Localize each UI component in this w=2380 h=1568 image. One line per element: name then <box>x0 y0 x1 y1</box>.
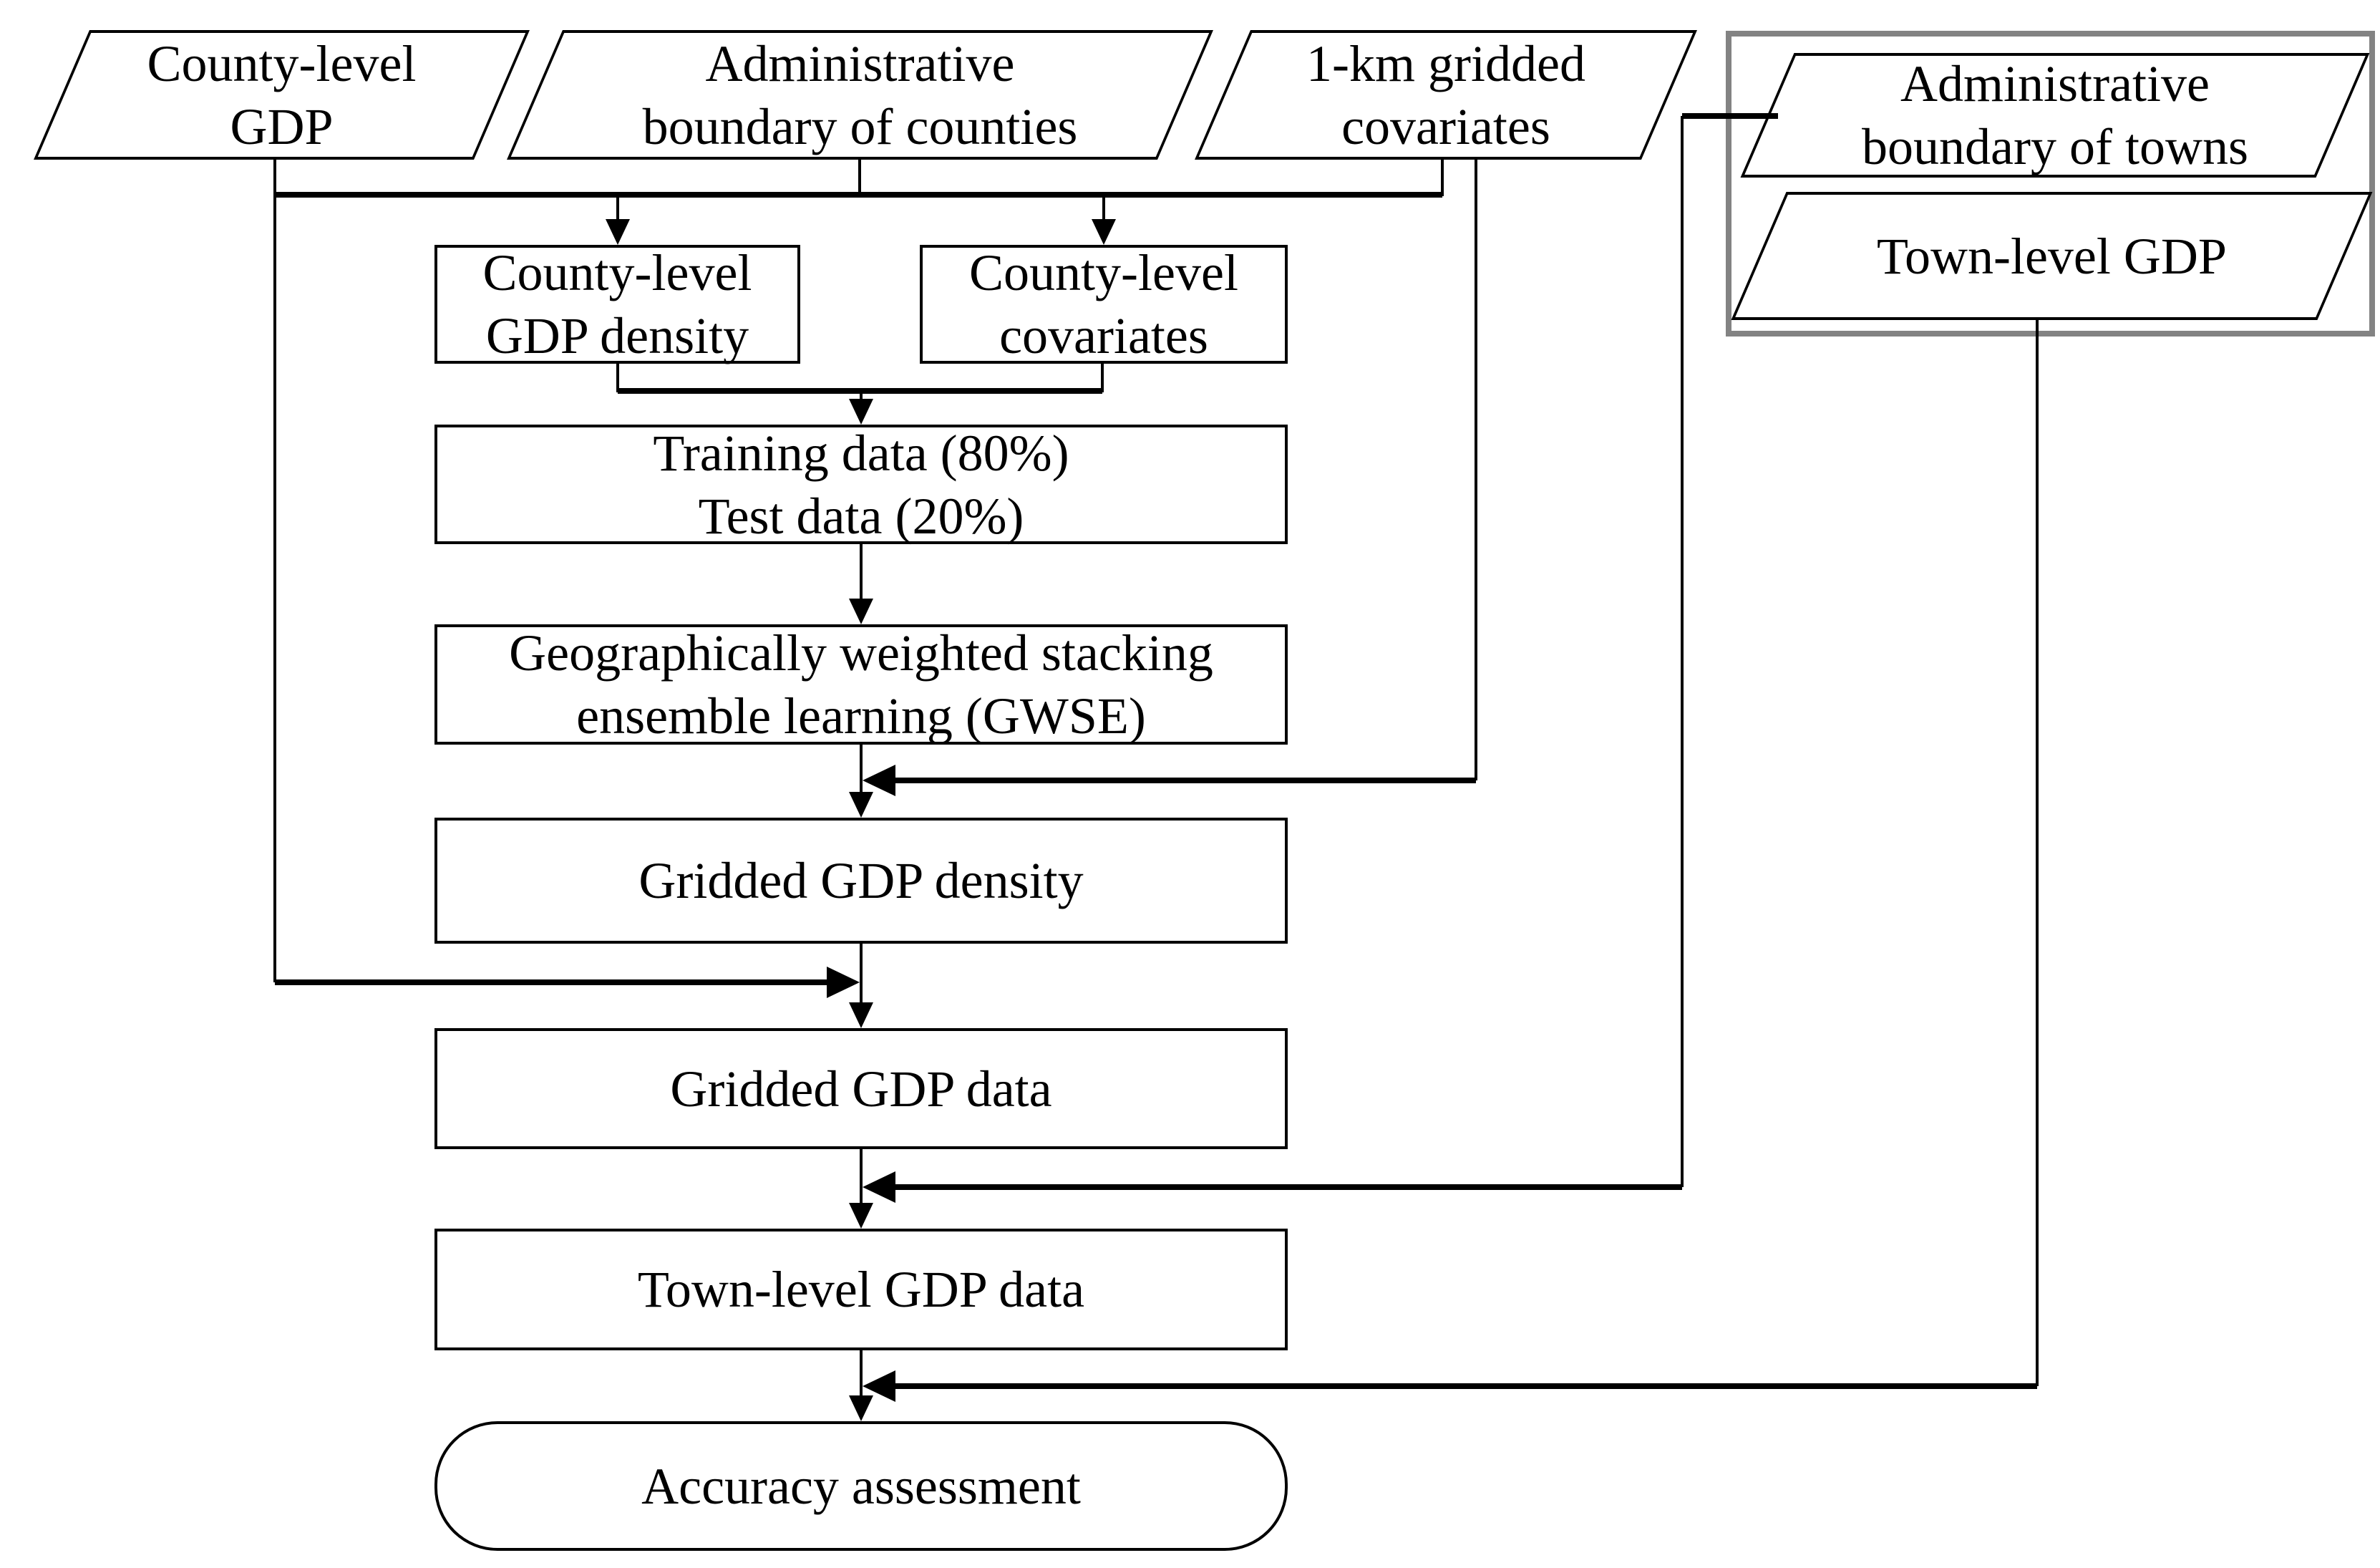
label-line: boundary of counties <box>642 97 1078 155</box>
node-label: Administrative boundary of towns <box>1740 53 2370 178</box>
arrowhead-towns-join-left <box>863 1171 895 1203</box>
node-admin-boundary-towns: Administrative boundary of towns <box>1740 53 2370 178</box>
arrowhead-into-gridded-data <box>849 1002 873 1028</box>
label-line: GDP <box>230 97 334 155</box>
label-line: Geographically weighted stacking <box>509 624 1213 682</box>
label-line: Administrative <box>1900 55 2210 112</box>
node-county-level-gdp-density: County-level GDP density <box>434 244 800 364</box>
label-line: boundary of towns <box>1862 118 2248 175</box>
label-line: 1-km gridded <box>1306 34 1585 92</box>
node-gwse: Geographically weighted stacking ensembl… <box>434 624 1288 745</box>
arrowhead-covariates-join-left <box>863 765 895 796</box>
label-line: covariates <box>1341 97 1550 155</box>
arrowhead-into-accuracy <box>849 1395 873 1421</box>
label-line: County-level <box>969 244 1238 301</box>
node-county-level-covariates: County-level covariates <box>920 244 1288 364</box>
node-label: Administrative boundary of counties <box>507 30 1213 160</box>
node-county-level-gdp: County-level GDP <box>34 30 530 160</box>
node-training-test-data: Training data (80%) Test data (20%) <box>434 424 1288 545</box>
label-line: GDP density <box>485 307 749 364</box>
label-line: Town-level GDP <box>1877 227 2227 285</box>
arrowhead-into-town-data <box>849 1203 873 1229</box>
label-line: Administrative <box>705 34 1015 92</box>
label-line: Test data (20%) <box>698 487 1024 545</box>
label-line: County-level <box>482 244 752 301</box>
label-line: County-level <box>147 34 417 92</box>
label-line: Gridded GDP data <box>670 1060 1052 1118</box>
arrowhead-town-gdp-join-left <box>863 1370 895 1402</box>
label-line: Town-level GDP data <box>637 1261 1085 1318</box>
label-line: covariates <box>999 307 1208 364</box>
label-line: ensemble learning (GWSE) <box>576 687 1146 745</box>
node-town-level-gdp: Town-level GDP <box>1731 192 2373 320</box>
arrowhead-into-gridded-density <box>849 792 873 818</box>
node-label: Town-level GDP <box>1731 192 2373 320</box>
label-line: Gridded GDP density <box>638 852 1084 909</box>
label-line: Training data (80%) <box>653 424 1069 482</box>
node-label: 1-km gridded covariates <box>1195 30 1697 160</box>
arrowhead-county-gdp-join-right <box>827 967 860 998</box>
node-accuracy-assessment: Accuracy assessment <box>434 1421 1288 1551</box>
node-1km-gridded-covariates: 1-km gridded covariates <box>1195 30 1697 160</box>
node-gridded-gdp-data: Gridded GDP data <box>434 1028 1288 1149</box>
node-town-level-gdp-data: Town-level GDP data <box>434 1229 1288 1350</box>
node-label: County-level GDP <box>34 30 530 160</box>
label-line: Accuracy assessment <box>641 1457 1081 1515</box>
arrowhead-into-gwse <box>849 599 873 624</box>
node-gridded-gdp-density: Gridded GDP density <box>434 818 1288 944</box>
node-admin-boundary-counties: Administrative boundary of counties <box>507 30 1213 160</box>
